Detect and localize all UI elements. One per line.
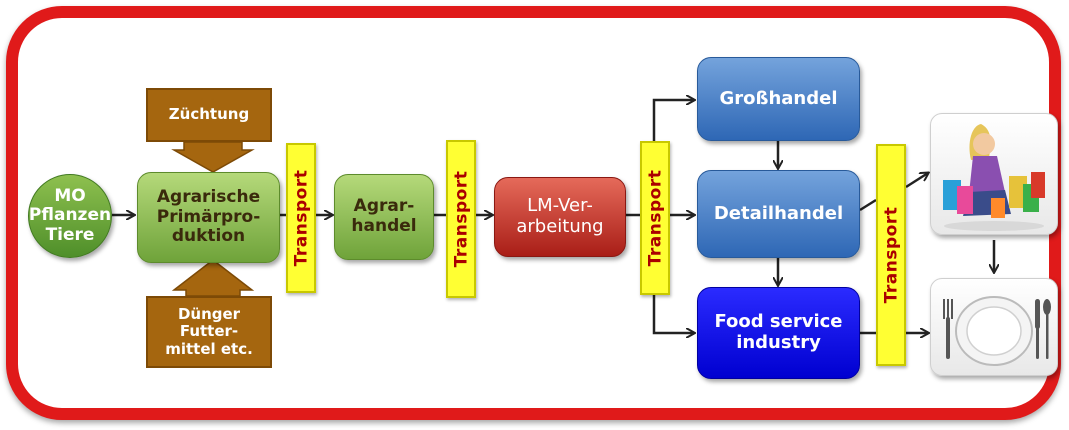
transport-2: Transport (446, 140, 476, 298)
node-zuechtung: Züchtung (146, 88, 272, 142)
plate-with-cutlery-icon (930, 278, 1058, 376)
node-duenger: Dünger Futter- mittel etc. (146, 296, 272, 368)
transport-label: Transport (881, 206, 902, 304)
arrow-zuechtung-down (171, 141, 255, 173)
shopper-with-bags-icon (930, 113, 1058, 235)
node-agrarhandel: Agrar- handel (334, 174, 434, 260)
arrow-duenger-up (171, 259, 255, 297)
arrow-transport-to-shopper (905, 173, 928, 189)
node-food-service-industry: Food service industry (697, 287, 860, 379)
node-mo: MO Pflanzen Tiere (28, 174, 112, 258)
node-grosshandel: Großhandel (697, 57, 860, 141)
transport-label: Transport (451, 170, 472, 268)
node-agrarische-primaerproduktion: Agrarische Primärpro- duktion (137, 172, 280, 263)
transport-label: Transport (291, 169, 312, 267)
transport-1: Transport (286, 143, 316, 293)
transport-4: Transport (876, 144, 906, 366)
transport-3: Transport (640, 141, 670, 295)
transport-label: Transport (645, 169, 666, 267)
arrow-detail-to-transport (859, 198, 877, 212)
node-lm-verarbeitung: LM-Ver- arbeitung (494, 177, 626, 257)
node-detailhandel: Detailhandel (697, 170, 860, 258)
